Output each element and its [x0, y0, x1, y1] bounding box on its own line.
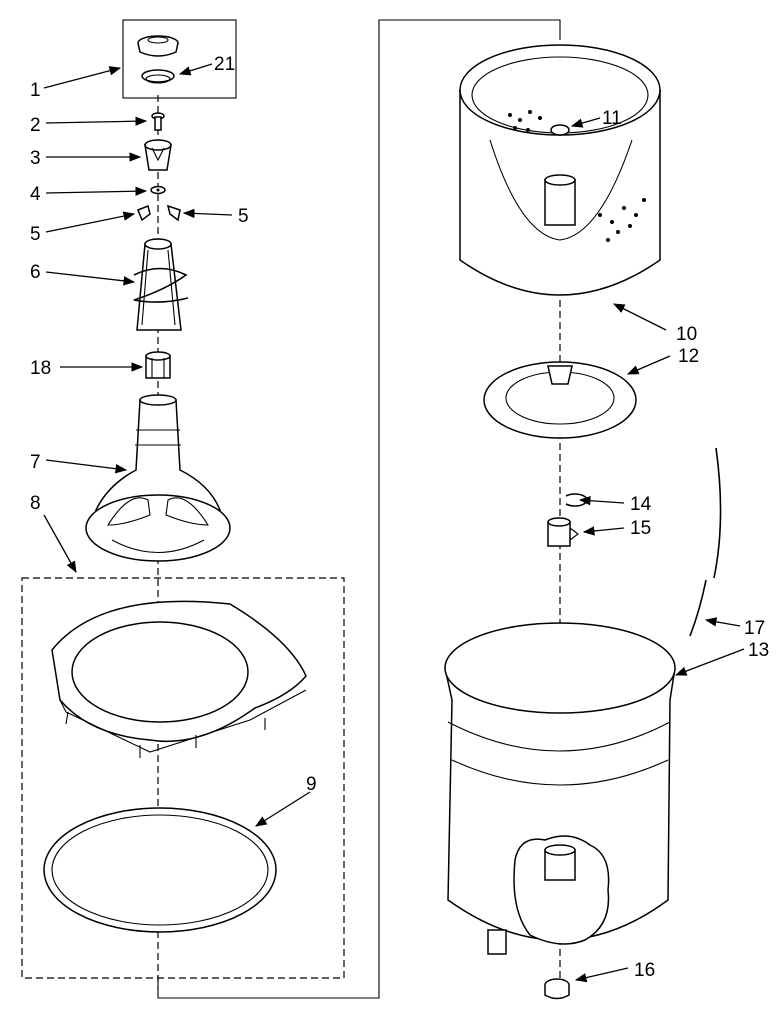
- callout-label-12: 12: [678, 346, 699, 367]
- callout-label-7: 7: [30, 452, 41, 473]
- agitator-bolt: [151, 112, 165, 131]
- drain-fitting: [547, 517, 579, 547]
- callout-label-9: 9: [306, 774, 317, 795]
- callout-label-16: 16: [634, 960, 655, 981]
- callout-label-11: 11: [602, 108, 622, 129]
- frame-lines: [21, 19, 561, 999]
- agitator-dogs: [137, 204, 181, 222]
- callout-label-5a: 5: [30, 224, 41, 245]
- callout-label-5b: 5: [238, 206, 249, 227]
- washer: [150, 185, 166, 195]
- callout-label-21: 21: [214, 54, 235, 75]
- callout-label-18: 18: [30, 358, 51, 379]
- overflow-hose: [689, 447, 722, 637]
- agitator-cap: [137, 35, 179, 57]
- drain-cap: [544, 978, 570, 1000]
- wash-basket: [459, 44, 661, 296]
- callout-label-2: 2: [30, 115, 41, 136]
- callout-label-13: 13: [748, 640, 769, 661]
- agitator-bearing: [145, 351, 171, 379]
- outer-tub: [444, 622, 676, 955]
- cap-seal-ring: [141, 69, 175, 84]
- callout-label-3: 3: [30, 148, 41, 169]
- tub-ring: [51, 600, 307, 758]
- callout-label-1: 1: [30, 80, 41, 101]
- callout-label-4: 4: [30, 184, 41, 205]
- tub-gasket: [43, 807, 277, 933]
- basket-perforations: [508, 110, 646, 242]
- callout-label-8: 8: [30, 493, 41, 514]
- callout-label-15: 15: [630, 518, 651, 539]
- callout-label-17: 17: [744, 618, 765, 639]
- callout-arrows: [43, 63, 745, 983]
- basket-drive-block: [483, 361, 637, 439]
- callout-label-10: 10: [676, 324, 697, 345]
- callout-label-14: 14: [630, 494, 652, 515]
- callout-labels: 1 21 2 3 4 5 5 6 18 7 8 9 11 10 12 14 15…: [30, 54, 769, 981]
- agitator-auger: [133, 238, 189, 331]
- basket-drive-nut: [550, 124, 570, 136]
- agitator-cam: [144, 139, 172, 171]
- callout-label-6: 6: [30, 262, 41, 283]
- agitator-base: [85, 394, 231, 562]
